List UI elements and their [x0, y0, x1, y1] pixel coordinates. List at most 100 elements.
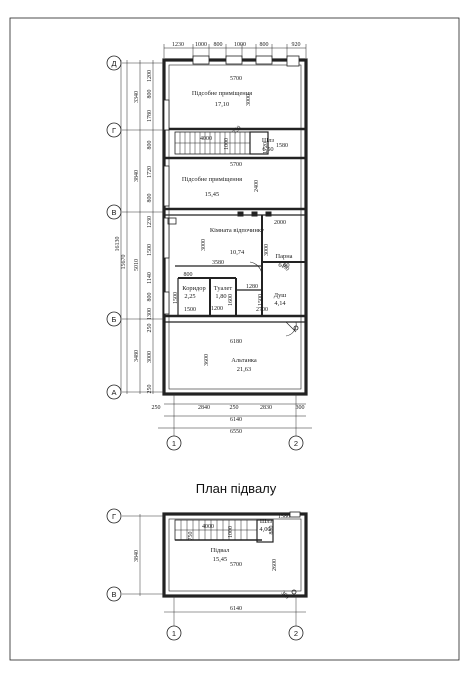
axis-markers: Д Г В Б А 1 2 [106, 55, 304, 451]
room-storage-2: Підсобне приміщення 15,45 [182, 176, 242, 198]
lower-axis-col-1: 1 [166, 625, 182, 641]
dim-label: 2000 [274, 220, 286, 226]
left-dims-inner: 1200 800 1780 800 1720 800 1230 1500 114… [147, 70, 153, 394]
dim-label: 3480 [134, 350, 140, 362]
dim-label: 920 [292, 42, 301, 48]
dim-label: 1000 [234, 42, 246, 48]
room-area: 15,45 [205, 191, 219, 198]
room-area: 15,45 [213, 556, 227, 563]
dim-label: 1600 [228, 294, 234, 306]
dim-label: 3000 [264, 244, 270, 256]
left-dimension-lines [120, 60, 154, 394]
dim-label: 3340 [134, 91, 140, 103]
dim-label: 300 [279, 590, 290, 601]
dim-label: 3000 [246, 94, 252, 106]
dim-label: 4000 [202, 524, 214, 530]
axis-label: 1 [172, 629, 176, 638]
dim-label: 1230 [147, 216, 153, 228]
dim-label: 250 [152, 405, 161, 411]
axis-label: 1 [172, 439, 176, 448]
dim-label: 6180 [230, 339, 242, 345]
dim-label: 1140 [147, 272, 153, 284]
dim-label: 250 [147, 324, 153, 333]
axis-label: 2 [294, 439, 298, 448]
lower-axis-row-g: Г [106, 508, 122, 524]
room-labels: Підсобне приміщення 17,10 Шлз 6,50 Підсо… [182, 90, 293, 373]
bottom-dimension-lines [158, 403, 312, 429]
dim-label: 5010 [134, 259, 140, 271]
dim-label: 1200 [147, 70, 153, 82]
inner-dims: 5700 3000 4000 1000 1720 1580 750 5700 2… [173, 76, 290, 366]
axis-col-2: 2 [288, 435, 304, 451]
dim-label: 5700 [230, 76, 242, 82]
room-area: 4,14 [274, 300, 286, 307]
dim-label: 2700 [256, 307, 268, 313]
dim-label: 1780 [147, 110, 153, 122]
axis-label: Б [112, 315, 117, 324]
plan-title: План підвалу [196, 481, 277, 496]
room-gazebo: Альтанка 21,63 [231, 357, 257, 373]
axis-label: А [111, 388, 116, 397]
lower-axis-markers: Г В 1 2 [106, 508, 304, 641]
axis-row-v: В [106, 204, 122, 220]
axis-col-1: 1 [166, 435, 182, 451]
top-dimension-chain: 1230 1000 800 1000 800 920 [163, 42, 307, 58]
dim-label: 15670 [121, 255, 127, 270]
lower-room-airlock: Шлз 4,00 [259, 518, 272, 533]
room-name: Туалет [214, 285, 233, 292]
room-name: Парна [276, 253, 293, 260]
room-corridor: Коридор 2,25 [182, 285, 205, 300]
room-area: 4,00 [259, 526, 270, 533]
dim-label: 3580 [212, 260, 224, 266]
upper-plan [162, 55, 308, 396]
dim-label: 880 [269, 526, 275, 535]
lower-outer-walls [162, 512, 308, 598]
dim-label: 1280 [246, 284, 258, 290]
lower-dims: 3840 5700 6140 4000 1000 1580 2600 880 7… [134, 514, 290, 612]
dim-label: 2400 [254, 180, 260, 192]
dim-label: 800 [214, 42, 223, 48]
room-area: 6,00 [278, 262, 289, 269]
room-toilet: Туалет 1,80 [214, 285, 233, 300]
axis-lines [122, 62, 297, 436]
dim-label: 3000 [201, 239, 207, 251]
room-name: Шлз [262, 137, 275, 144]
dim-label: 1500 [173, 292, 179, 304]
dim-label: 1720 [147, 166, 153, 178]
axis-row-b: Б [106, 311, 122, 327]
room-name: Підвал [211, 547, 230, 554]
dim-label: 5700 [230, 162, 242, 168]
left-dims-mid: 3340 3840 5010 3480 [134, 91, 140, 362]
room-area: 2,25 [184, 293, 195, 300]
room-storage-1: Підсобне приміщення 17,10 [192, 90, 252, 108]
room-rest: Кімната відпочинку 10,74 [210, 227, 265, 256]
dim-label: 16130 [115, 237, 121, 252]
dim-label: 4000 [200, 136, 212, 142]
axis-label: В [111, 590, 116, 599]
dim-label: 800 [147, 141, 153, 150]
dim-label: 1000 [224, 138, 230, 150]
dim-label: 6550 [230, 429, 242, 435]
lower-room-basement: Підвал 15,45 [211, 547, 230, 563]
dim-label: 1000 [195, 42, 207, 48]
dim-label: 1500 [147, 244, 153, 256]
dim-label: 1580 [278, 514, 290, 520]
lower-plan [162, 511, 308, 598]
dim-label: 1580 [276, 143, 288, 149]
dim-label: 300 [296, 405, 305, 411]
room-area: 17,10 [215, 101, 229, 108]
room-area: 6,50 [262, 146, 273, 153]
axis-row-g: Г [106, 122, 122, 138]
dim-label: 1000 [228, 526, 234, 538]
room-name: Підсобне приміщення [182, 176, 242, 183]
room-name: Душ [274, 292, 287, 299]
dim-label: 6140 [230, 606, 242, 612]
axis-label: Г [112, 512, 116, 521]
dim-label: 3840 [134, 550, 140, 562]
axis-label: Г [112, 126, 116, 135]
dim-label: 800 [184, 272, 193, 278]
dim-label: 750 [188, 532, 194, 541]
room-area: 10,74 [230, 249, 245, 256]
dim-label: 1300 [147, 308, 153, 320]
